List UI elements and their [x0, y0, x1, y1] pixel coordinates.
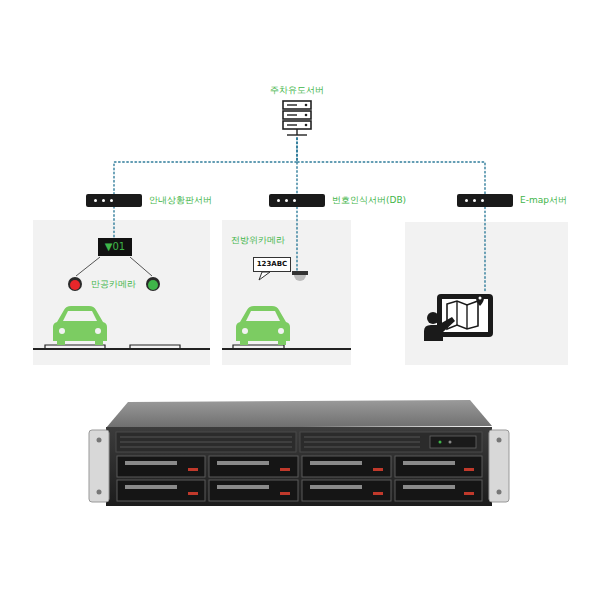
- red-lamp: [68, 277, 82, 291]
- server-label: E-map서버: [520, 195, 567, 206]
- panel: [405, 222, 568, 365]
- car: [53, 306, 107, 345]
- panel: [33, 220, 210, 365]
- sub-server: 번호인식서버(DB): [269, 194, 406, 207]
- parking-slot: [233, 345, 284, 349]
- emap-presenter-icon: [424, 294, 493, 341]
- guide-sign: ▼01: [98, 238, 132, 256]
- plate-bubble: 123ABC: [253, 257, 292, 272]
- label-text: 만공카메라: [91, 279, 136, 290]
- wire: [76, 257, 100, 276]
- rack-server: [89, 400, 509, 506]
- sign-text: ▼01: [105, 241, 125, 252]
- main-server: 주차유도서버: [270, 85, 324, 138]
- bubble-tail: [259, 272, 270, 280]
- led-dot: [465, 199, 468, 202]
- server-label: 안내상황판서버: [149, 195, 212, 206]
- green-lamp: [146, 277, 160, 291]
- led-dot: [285, 199, 288, 202]
- car: [236, 306, 290, 345]
- sub-server: E-map서버: [457, 194, 567, 207]
- server-unit: [269, 194, 325, 207]
- led-dot: [277, 199, 280, 202]
- parking-slot: [45, 345, 105, 349]
- server-label: 주차유도서버: [270, 85, 324, 96]
- dotted-line: [114, 138, 297, 194]
- connector: [114, 207, 115, 239]
- dotted-line: [113, 207, 114, 239]
- dome-camera: [292, 271, 308, 281]
- ground-line: [33, 348, 210, 350]
- server-icon: [279, 100, 315, 138]
- dotted-line: [297, 138, 485, 194]
- wire: [130, 257, 152, 276]
- connector: [114, 138, 297, 194]
- label-text: 전방위카메라: [231, 235, 285, 246]
- link-line: [296, 207, 297, 271]
- led-dot: [110, 199, 113, 202]
- server-unit: [457, 194, 513, 207]
- link-line: [484, 207, 485, 293]
- sub-server: 안내상황판서버: [86, 194, 212, 207]
- led-dot: [94, 199, 97, 202]
- ground-line: [222, 348, 351, 350]
- panel: [222, 220, 351, 365]
- plate-text: 123ABC: [257, 260, 288, 268]
- connector: [297, 138, 485, 194]
- parking-slot: [130, 345, 180, 349]
- led-dot: [102, 199, 105, 202]
- led-dot: [473, 199, 476, 202]
- server-unit: [86, 194, 142, 207]
- led-dot: [481, 199, 484, 202]
- server-label: 번호인식서버(DB): [332, 195, 406, 206]
- led-dot: [293, 199, 296, 202]
